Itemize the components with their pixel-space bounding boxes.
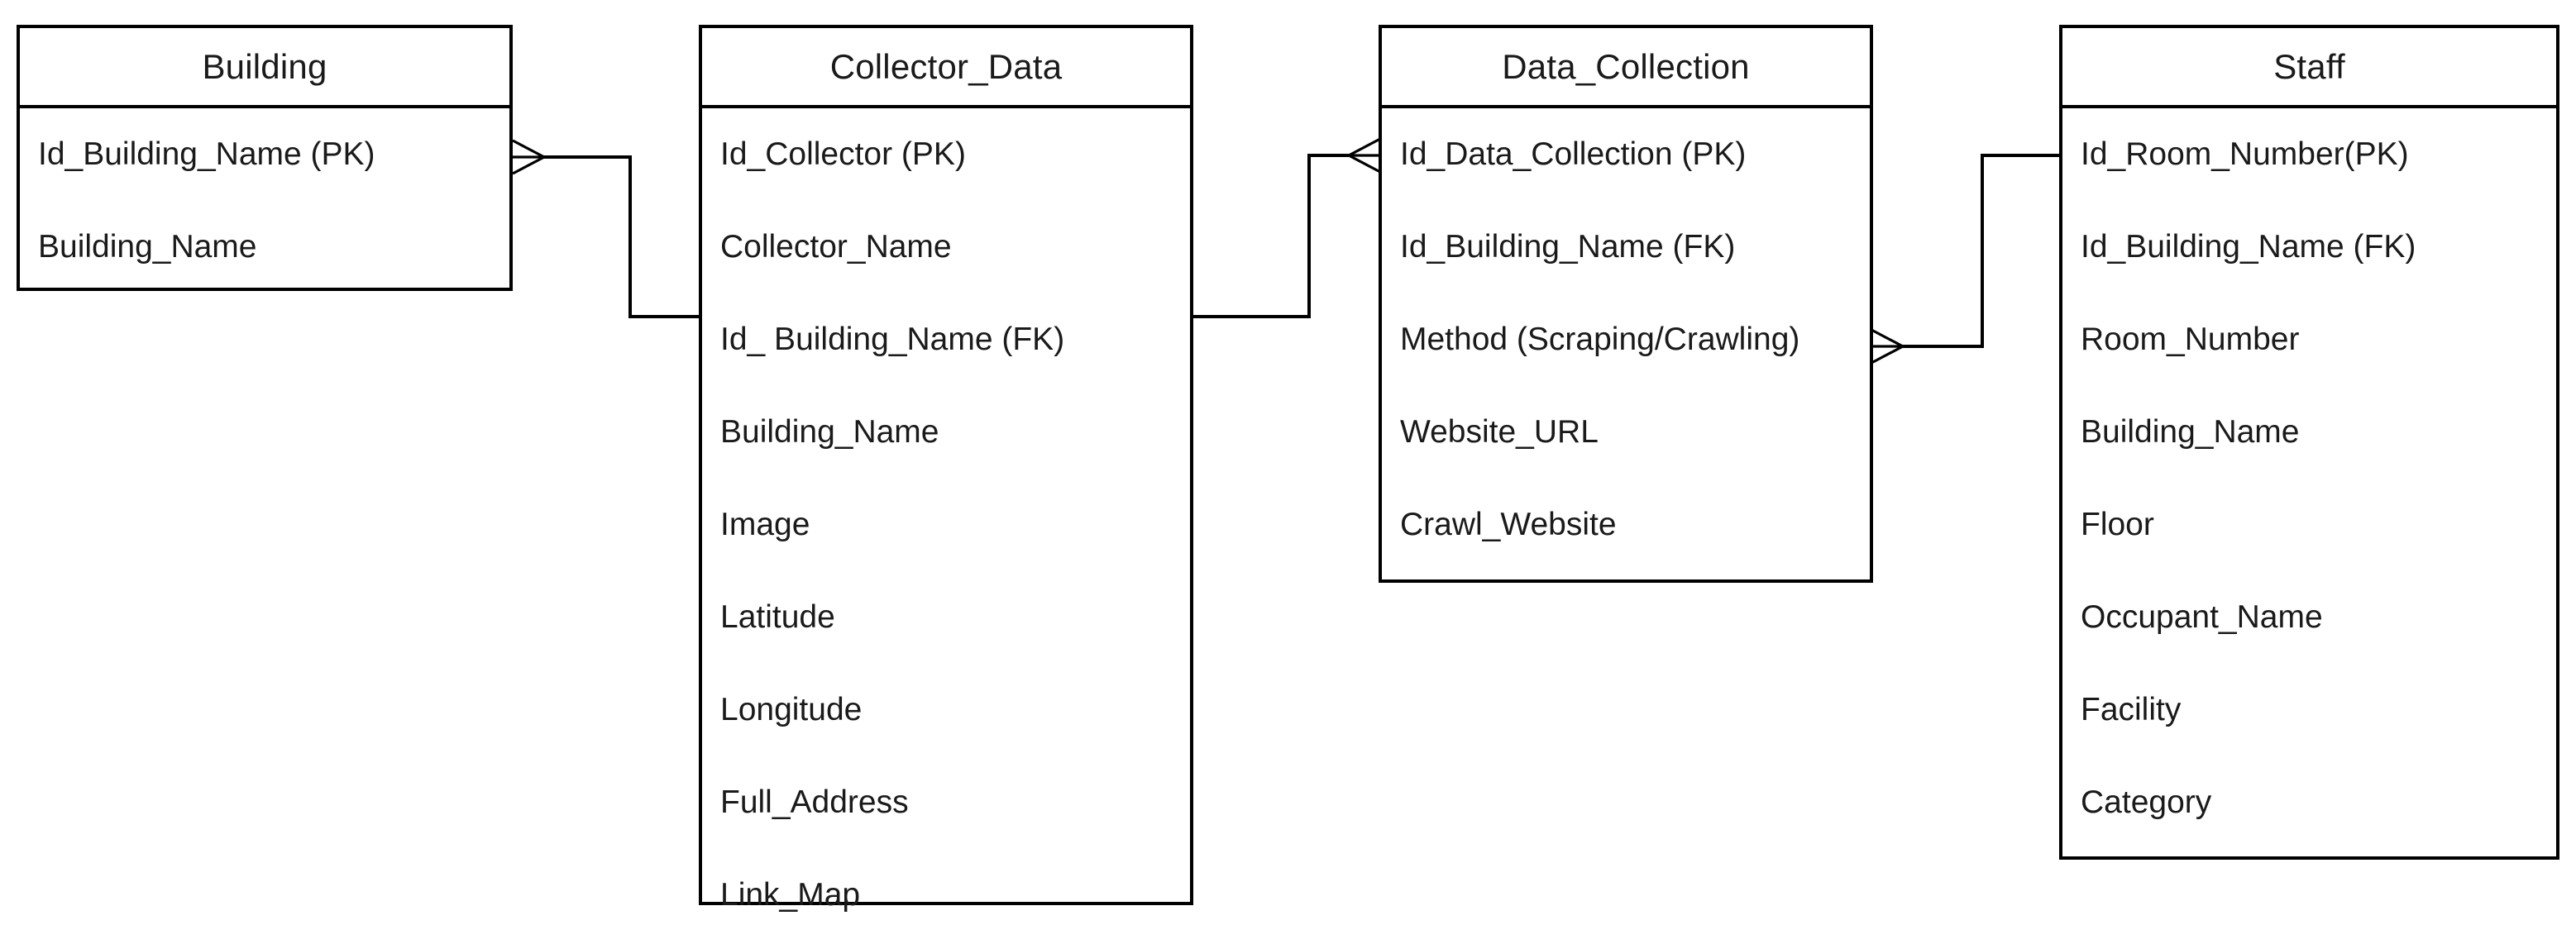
entity-collector-data-header: Collector_Data (702, 28, 1190, 108)
entity-staff-header: Staff (2062, 28, 2556, 108)
attribute-row: Longitude (720, 692, 863, 727)
attribute-row: Building_Name (720, 414, 939, 450)
attribute-row: Id_Building_Name (FK) (1400, 229, 1736, 265)
attribute-row: Floor (2081, 507, 2154, 542)
attribute-row: Collector_Name (720, 229, 952, 265)
entity-data-collection-title: Data_Collection (1502, 46, 1750, 86)
attribute-row: Id_Collector (PK) (720, 136, 966, 172)
attribute-row: Latitude (720, 599, 835, 635)
connector-segment (1192, 315, 1311, 318)
entity-building-attribute-list: Id_Building_Name (PK) Building_Name (20, 108, 509, 293)
connector-segment (628, 155, 632, 318)
entity-staff-title: Staff (2273, 46, 2345, 86)
entity-data-collection-attribute-list: Id_Data_Collection (PK) Id_Building_Name… (1382, 108, 1870, 571)
connector-segment (628, 315, 701, 318)
attribute-row: Method (Scraping/Crawling) (1400, 322, 1800, 357)
entity-staff[interactable]: Staff Id_Room_Number(PK) Id_Building_Nam… (2059, 25, 2559, 860)
crow-foot-icon (1347, 134, 1380, 177)
entity-building-title: Building (202, 46, 327, 86)
attribute-row: Id_Building_Name (FK) (2081, 229, 2416, 265)
entity-staff-attribute-list: Id_Room_Number(PK) Id_Building_Name (FK)… (2062, 108, 2556, 849)
connector-segment (542, 155, 632, 159)
entity-data-collection-header: Data_Collection (1382, 28, 1870, 108)
attribute-row: Room_Number (2081, 322, 2300, 357)
attribute-row: Website_URL (1400, 414, 1599, 450)
attribute-row: Full_Address (720, 784, 909, 820)
connector-segment (1307, 154, 1311, 318)
attribute-row: Occupant_Name (2081, 599, 2323, 635)
connector-segment (1901, 345, 1984, 348)
attribute-row: Image (720, 507, 810, 542)
entity-collector-data-title: Collector_Data (829, 46, 1063, 86)
crow-foot-icon (1871, 325, 1905, 368)
attribute-row: Id_ Building_Name (FK) (720, 322, 1065, 357)
entity-building[interactable]: Building Id_Building_Name (PK) Building_… (17, 25, 513, 291)
connector-segment (1981, 154, 1984, 348)
entity-building-header: Building (20, 28, 509, 108)
attribute-row: Facility (2081, 692, 2182, 727)
attribute-row: Category (2081, 784, 2212, 820)
crow-foot-icon (513, 136, 546, 179)
entity-collector-data[interactable]: Collector_Data Id_Collector (PK) Collect… (699, 25, 1193, 913)
attribute-row: Id_Room_Number(PK) (2081, 136, 2409, 172)
attribute-row: Building_Name (38, 229, 257, 265)
entity-data-collection[interactable]: Data_Collection Id_Data_Collection (PK) … (1379, 25, 1873, 583)
attribute-row: Link_Map (720, 877, 861, 913)
attribute-row: Id_Building_Name (PK) (38, 136, 375, 172)
attribute-row: Id_Data_Collection (PK) (1400, 136, 1747, 172)
connector-segment (1307, 154, 1349, 157)
attribute-row: Building_Name (2081, 414, 2300, 450)
entity-collector-data-attribute-list: Id_Collector (PK) Collector_Name Id_ Bui… (702, 108, 1190, 925)
connector-segment (1981, 154, 2062, 157)
attribute-row: Crawl_Website (1400, 507, 1617, 542)
